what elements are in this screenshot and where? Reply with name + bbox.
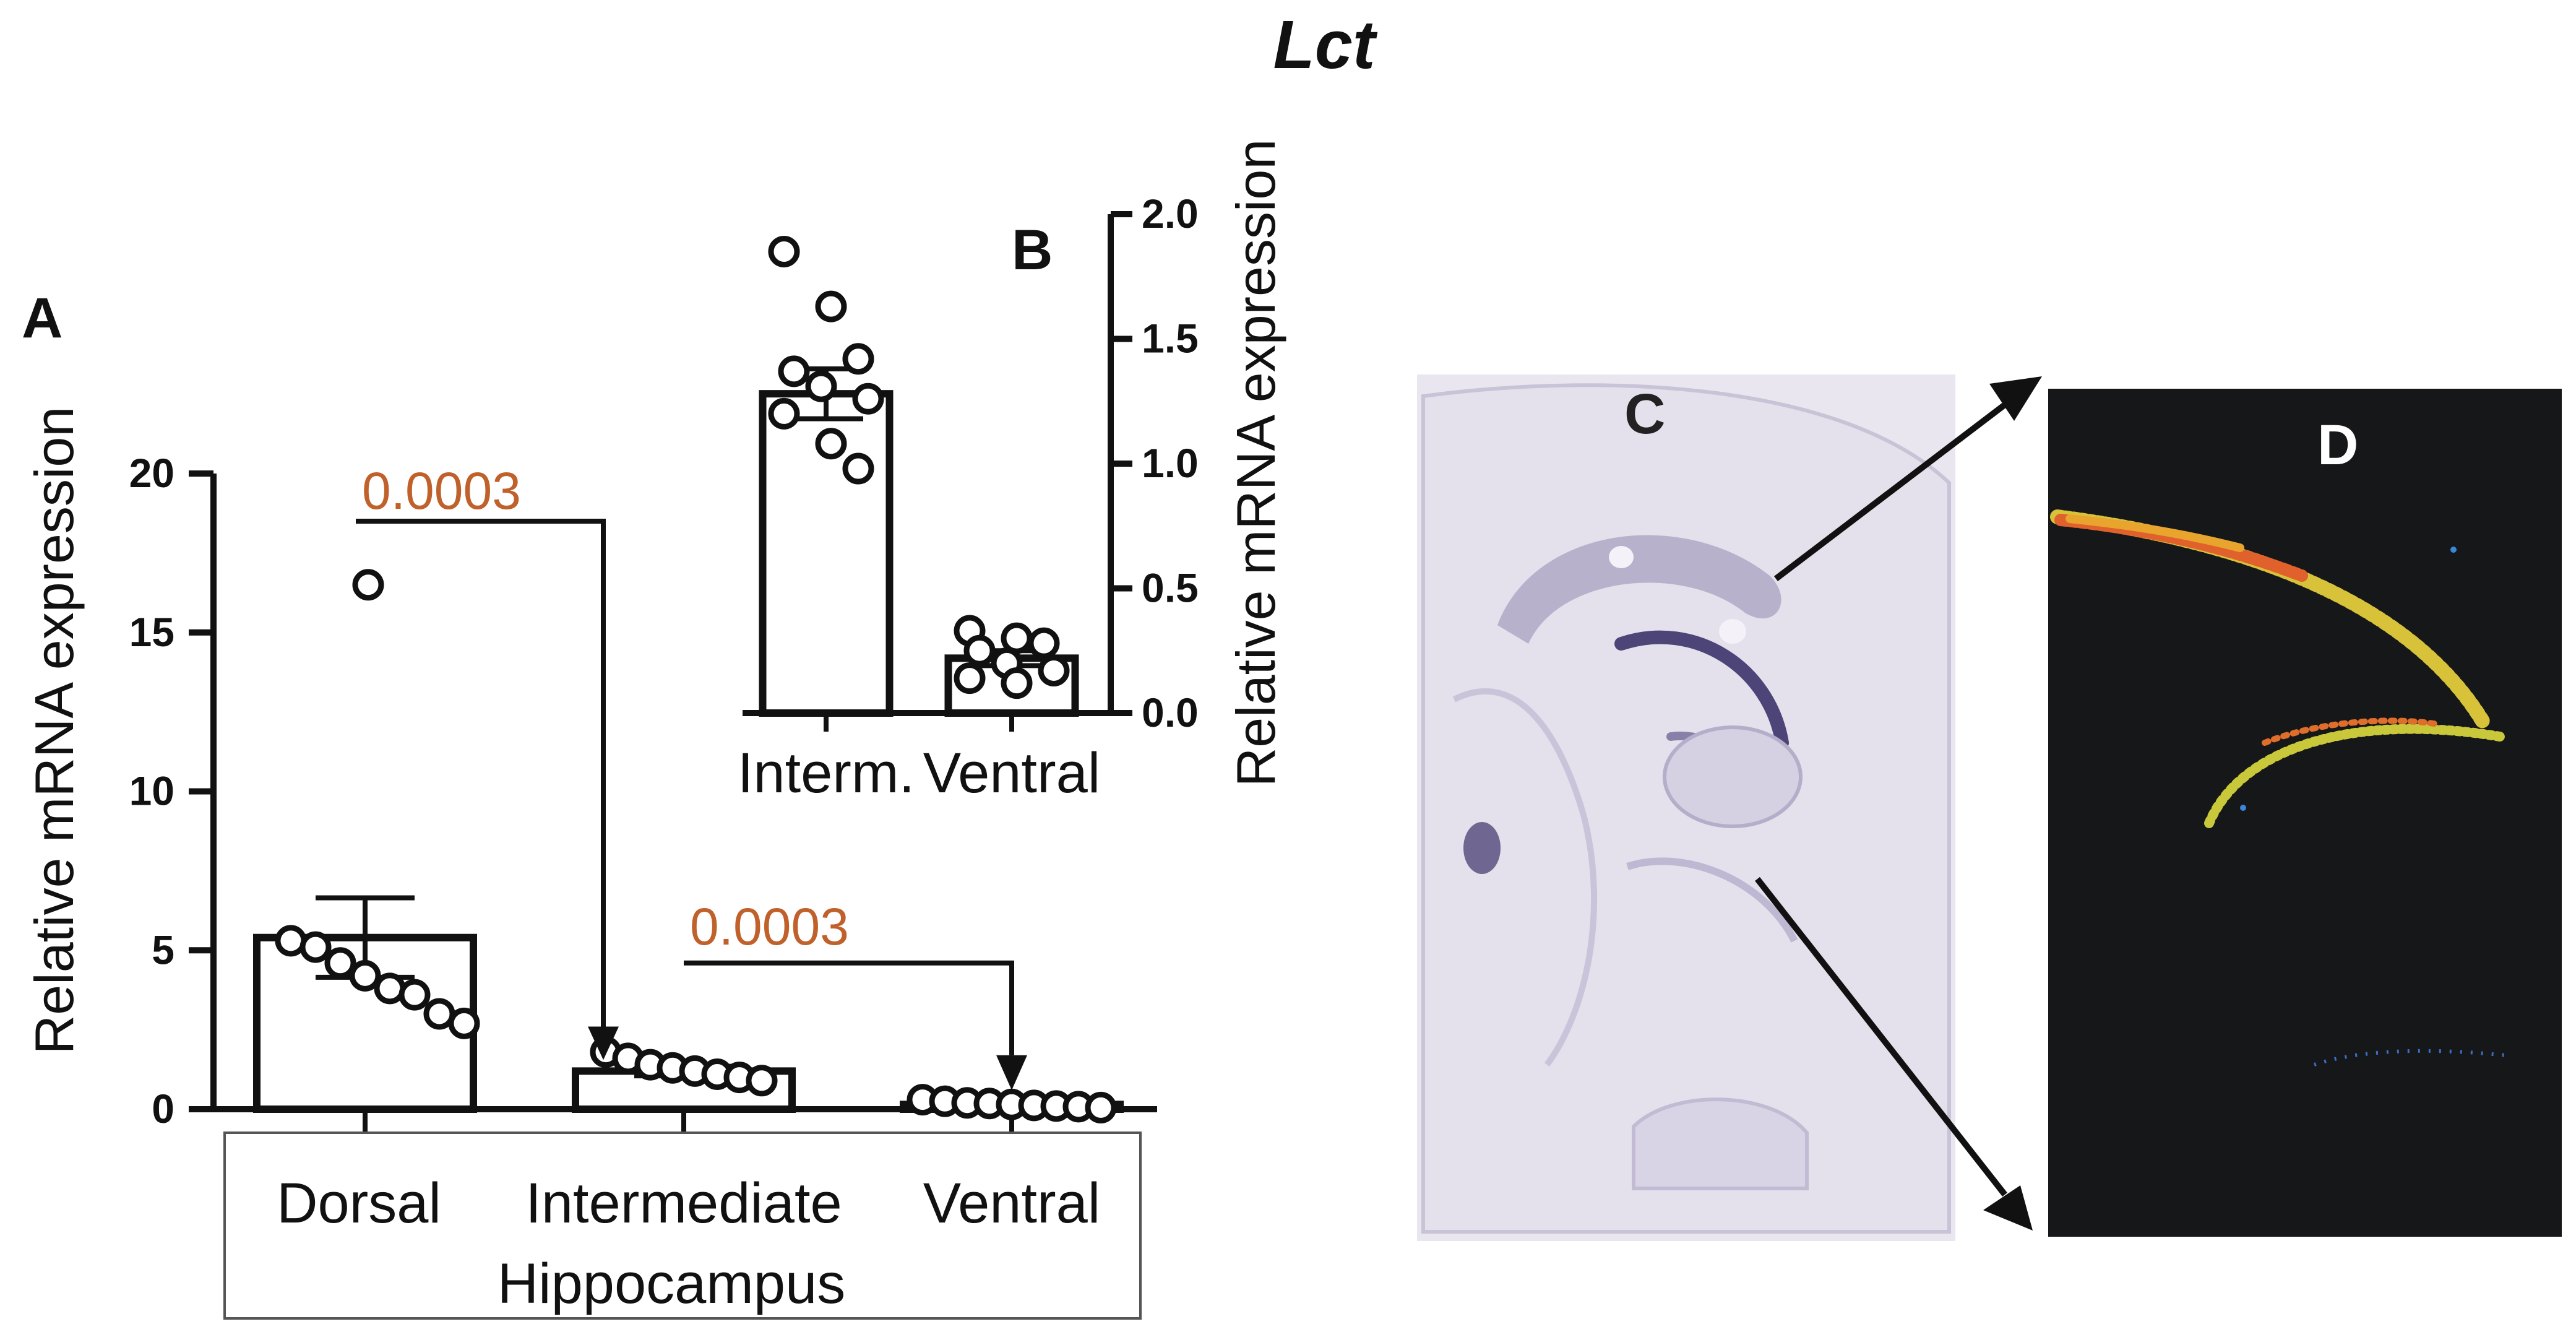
panel-a-data-point [746, 1065, 778, 1097]
panel-a-y-tick-label: 10 [129, 768, 174, 814]
panel-c-to-d-arrows [1755, 376, 2042, 1231]
panel-b-y-tick-label: 1.0 [1142, 440, 1199, 486]
panel-b-y-tick-label: 2.0 [1142, 191, 1199, 236]
panel-a-data-point [299, 931, 332, 963]
panel-b-data-point [954, 662, 986, 694]
panel-a-category-label: Intermediate [525, 1172, 842, 1235]
panel-b-y-tick-label: 0.0 [1142, 690, 1199, 735]
panel-a-y-tick-label: 20 [129, 450, 174, 496]
panel-a-y-tick-label: 5 [152, 927, 174, 972]
panel-b-y-tick-label: 0.5 [1142, 565, 1199, 611]
panel-a-data-point [398, 979, 431, 1011]
panel-a-y-tick-label: 15 [129, 609, 174, 655]
panel-b-y-label: Relative mRNA expression [1225, 139, 1286, 787]
panel-a-data-point [374, 972, 406, 1005]
panel-c-histology-image [1417, 374, 1955, 1241]
panel-b-data-point [768, 397, 800, 430]
panel-b-data-point [1001, 667, 1033, 699]
panel-b-data-point [805, 370, 837, 402]
panel-a-category-label: Dorsal [277, 1172, 441, 1235]
panel-b-category-label: Interm. [738, 742, 915, 805]
panel-b-data-point [1001, 622, 1033, 654]
panel-b-y-tick-label: 1.5 [1142, 316, 1199, 361]
panel-a-category-box [223, 1131, 1142, 1320]
panel-a-y-tick-label: 0 [152, 1086, 174, 1131]
panel-b-category-label: Ventral [923, 742, 1100, 805]
panel-a-data-point [324, 947, 356, 979]
panel-b-data-point [852, 383, 884, 415]
panel-a-y-label: Relative mRNA expression [24, 407, 85, 1055]
panel-label-b: B [1012, 219, 1053, 282]
panel-a-data-point [349, 959, 381, 992]
panel-b-data-point [842, 343, 874, 375]
panel-b-data-point [768, 235, 800, 267]
panel-b-data-point [963, 634, 996, 667]
panel-a-significance-bracket [356, 519, 606, 1027]
panel-label-d: D [2317, 413, 2358, 477]
panel-a-significance-arrowhead [588, 1026, 619, 1060]
panel-a-significance-bracket [684, 960, 1014, 1055]
panel-a-p-value: 0.0003 [690, 898, 849, 956]
panel-a-category-label: Ventral [923, 1172, 1100, 1235]
panel-a-significance-arrowhead [996, 1055, 1027, 1091]
panel-a-data-point [275, 925, 307, 957]
panel-a-data-point [448, 1007, 480, 1039]
panel-a-x-label: Hippocampus [498, 1252, 846, 1315]
panel-label-a: A [22, 287, 62, 350]
panel-d-expression-image [2048, 389, 2562, 1237]
panel-b-data-point [815, 290, 847, 322]
panel-b-data-point [842, 452, 874, 485]
panel-b-data-point [815, 428, 847, 460]
panel-a-chart: 0 5 10 15 20 0.0003 0.0003 Relative mRNA expr… [24, 407, 1157, 1320]
panel-b-data-point [1038, 654, 1070, 686]
panel-a-data-point [352, 569, 384, 601]
panel-a-data-point [1085, 1091, 1117, 1123]
figure-title: Lct [1273, 7, 1378, 83]
panel-b-data-point [778, 355, 810, 387]
panel-b-data-point [1028, 627, 1060, 659]
panel-a-p-value: 0.0003 [362, 462, 521, 520]
panel-b-chart: 0.0 0.5 1.0 1.5 2.0 Interm.Ventral Relative … [738, 139, 1286, 805]
panel-label-c: C [1624, 383, 1665, 446]
